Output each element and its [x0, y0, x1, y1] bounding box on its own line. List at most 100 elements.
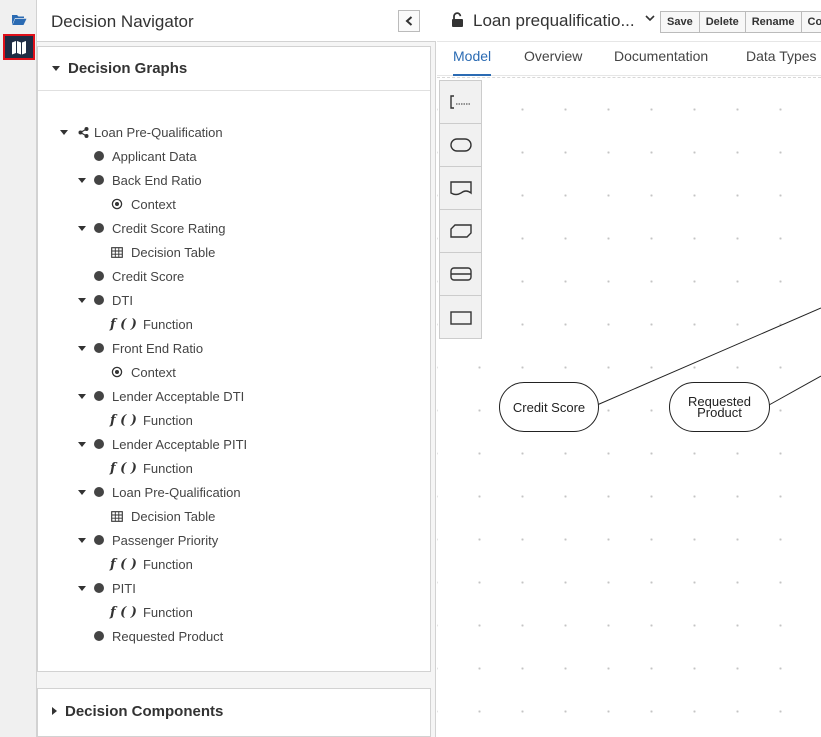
save-button[interactable]: Save [660, 11, 700, 33]
tree-item-context[interactable]: Context [110, 194, 176, 214]
function-icon: f ( ) [110, 556, 137, 572]
input-data-node-credit-score[interactable]: Credit Score [499, 382, 599, 432]
decision-table-icon [110, 245, 124, 259]
caret-right-icon [52, 707, 57, 715]
tree-item-label: Credit Score [112, 268, 185, 284]
tree-item-label: Function [142, 460, 193, 476]
node-dot-icon [94, 175, 104, 185]
left-rail [0, 0, 37, 737]
tree-item-function[interactable]: f ( )Function [110, 602, 193, 622]
tree-item-front-end-ratio[interactable]: Front End Ratio [78, 338, 203, 358]
node-dot-icon [94, 391, 104, 401]
node-dot-icon [94, 271, 104, 281]
tree-item-label: Function [142, 412, 193, 428]
decision-table-icon [110, 509, 124, 523]
tree-item-applicant-data[interactable]: Applicant Data [94, 146, 197, 166]
tree-item-credit-score[interactable]: Credit Score [94, 266, 184, 286]
rail-explorer-button[interactable] [3, 6, 35, 32]
node-dot-icon [94, 487, 104, 497]
node-dot-icon [94, 535, 104, 545]
tree-item-label: Lender Acceptable DTI [112, 388, 245, 404]
tree-item-label: Front End Ratio [112, 340, 204, 356]
input-data-node-requested-product[interactable]: Requested Product [669, 382, 770, 432]
expand-toggle-icon[interactable] [78, 392, 86, 400]
collapse-navigator-button[interactable] [398, 10, 420, 32]
tree-item-label: Back End Ratio [112, 172, 202, 188]
tree-item-lender-acceptable-dti[interactable]: Lender Acceptable DTI [78, 386, 244, 406]
tree-item-label: Decision Table [131, 244, 216, 260]
rail-navigator-button[interactable] [3, 34, 35, 60]
palette-business-knowledge-model[interactable] [440, 210, 481, 253]
palette-input-data[interactable] [440, 124, 481, 167]
tree-item-label: Loan Pre-Qualification [112, 484, 241, 500]
tab-overview[interactable]: Overview [524, 48, 583, 64]
expand-toggle-icon[interactable] [78, 536, 86, 544]
diagram-canvas[interactable]: Credit Score Requested Product [437, 77, 821, 737]
tree-item-lender-acceptable-piti[interactable]: Lender Acceptable PITI [78, 434, 247, 454]
caret-down-icon [52, 66, 60, 71]
tree-item-back-end-ratio[interactable]: Back End Ratio [78, 170, 202, 190]
node-dot-icon [94, 439, 104, 449]
tab-documentation[interactable]: Documentation [614, 48, 709, 64]
tree-item-function[interactable]: f ( ) Function [110, 410, 193, 430]
tree-item-label: Lender Acceptable PITI [112, 436, 248, 452]
decision-graphs-header[interactable]: Decision Graphs [38, 47, 430, 91]
tree-item-label: PITI [112, 580, 136, 596]
unlock-icon[interactable] [451, 12, 464, 28]
tree-item-label: Applicant Data [112, 148, 197, 164]
knowledge-source-icon [449, 180, 472, 195]
tree-item-loan-pre-qualification[interactable]: Loan Pre-Qualification [78, 482, 241, 502]
tree-item-context[interactable]: Context [110, 362, 176, 382]
decision-components-header[interactable]: Decision Components [38, 689, 430, 733]
expand-toggle-icon[interactable] [78, 344, 86, 352]
delete-button[interactable]: Delete [698, 11, 746, 33]
palette-decision-service[interactable] [440, 253, 481, 296]
decision-components-section: Decision Components [37, 688, 431, 737]
decision-graphs-title: Decision Graphs [68, 60, 188, 77]
chevron-left-icon [405, 16, 413, 26]
node-dot-icon [94, 223, 104, 233]
expand-toggle-icon[interactable] [78, 176, 86, 184]
tree-item-decision-table[interactable]: Decision Table [110, 242, 215, 262]
expand-toggle-icon[interactable] [78, 488, 86, 496]
tree-item-requested-product[interactable]: Requested Product [94, 626, 223, 646]
map-icon [12, 40, 26, 54]
tree-item-label: DTI [112, 292, 133, 308]
expand-toggle-icon[interactable] [78, 296, 86, 304]
folder-open-icon [12, 14, 27, 25]
tree-item-decision-table[interactable]: Decision Table [110, 506, 215, 526]
expand-toggle-icon[interactable] [78, 224, 86, 232]
function-icon: f ( ) [110, 412, 137, 428]
palette-knowledge-source[interactable] [440, 167, 481, 210]
navigator-header: Decision Navigator [37, 0, 436, 42]
rename-button[interactable]: Rename [744, 11, 802, 33]
tree-item-credit-score-rating[interactable]: Credit Score Rating [78, 218, 225, 238]
document-title[interactable]: Loan prequalificatio... [473, 11, 635, 30]
node-dot-icon [94, 295, 104, 305]
function-icon: f ( ) [110, 316, 137, 332]
tree-item-loan-pre-qualification[interactable]: Loan Pre-Qualification [60, 122, 223, 142]
expand-toggle-icon[interactable] [78, 440, 86, 448]
tree-item-function[interactable]: f ( )Function [110, 458, 193, 478]
shape-palette [439, 80, 482, 339]
co-button[interactable]: Co [800, 11, 821, 33]
palette-text-annotation[interactable] [440, 81, 481, 124]
tree-item-label: Function [142, 556, 193, 572]
tab-data-types[interactable]: Data Types [746, 48, 817, 64]
tree-item-dti[interactable]: DTI [78, 290, 133, 310]
decision-components-title: Decision Components [65, 702, 224, 720]
expand-toggle-icon[interactable] [78, 584, 86, 592]
graph-share-icon [76, 125, 90, 139]
chevron-down-icon[interactable] [645, 15, 655, 22]
tab-model[interactable]: Model [453, 48, 492, 76]
expand-toggle-icon[interactable] [60, 128, 68, 136]
tree-item-piti[interactable]: PITI [78, 578, 136, 598]
palette-decision[interactable] [440, 296, 481, 339]
tree-item-function[interactable]: f ( ) Function [110, 554, 193, 574]
connector-requested-product [768, 375, 821, 406]
tree-item-passenger-priority[interactable]: Passenger Priority [78, 530, 218, 550]
tree-item-function[interactable]: f ( )Function [110, 314, 193, 334]
